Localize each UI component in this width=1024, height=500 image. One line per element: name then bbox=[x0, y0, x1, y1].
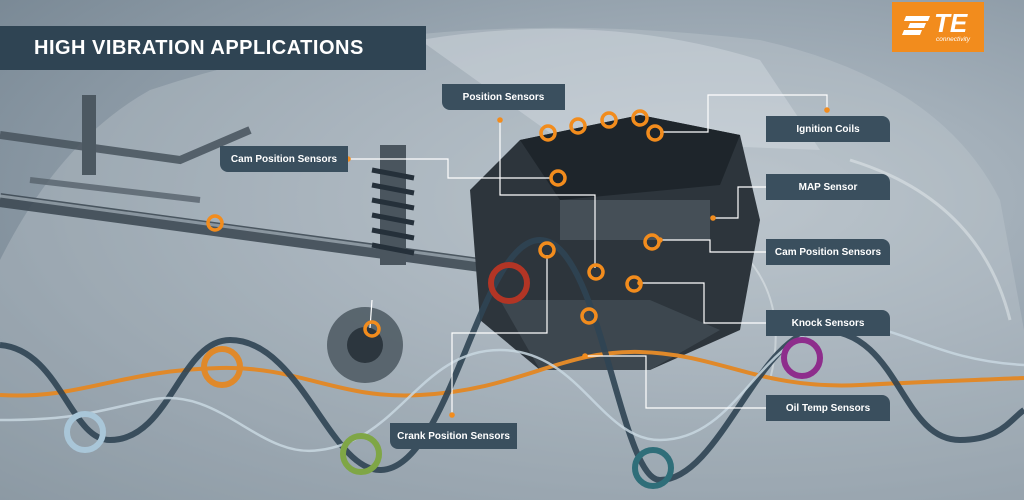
connector-lines bbox=[348, 94, 828, 415]
page-title: HIGH VIBRATION APPLICATIONS bbox=[34, 36, 364, 59]
sensor-ring-ign-2 bbox=[569, 117, 587, 135]
sensor-ring-ign-4 bbox=[631, 109, 649, 127]
dot-position bbox=[497, 117, 503, 123]
label-cam-position-left: Cam Position Sensors bbox=[220, 146, 348, 172]
connector-position bbox=[499, 120, 596, 268]
title-bar: HIGH VIBRATION APPLICATIONS bbox=[0, 26, 426, 70]
orange-wave bbox=[0, 349, 1024, 398]
sensor-ring-ign-3 bbox=[600, 111, 618, 129]
sensor-ring-shaft bbox=[206, 214, 224, 232]
rear-strut bbox=[82, 95, 96, 175]
deco-ring-red bbox=[488, 262, 530, 304]
connector-knock bbox=[640, 282, 766, 324]
connector-crank bbox=[451, 255, 548, 415]
label-text: Crank Position Sensors bbox=[397, 430, 510, 442]
deco-ring-purple bbox=[781, 337, 823, 379]
sensor-ring-knock bbox=[625, 275, 643, 293]
connector-cam-left bbox=[348, 158, 550, 179]
label-oil-temp-sensors: Oil Temp Sensors bbox=[766, 395, 890, 421]
windshield-shape bbox=[420, 28, 820, 150]
sensor-ring-position bbox=[587, 263, 605, 281]
logo-subtext: connectivity bbox=[936, 36, 970, 43]
dot-map bbox=[710, 215, 716, 221]
label-ignition-coils: Ignition Coils bbox=[766, 116, 890, 142]
deco-ring-light-blue bbox=[64, 411, 106, 453]
sensor-ring-ign-1 bbox=[539, 124, 557, 142]
engine-cover bbox=[520, 115, 740, 200]
intake-manifold bbox=[560, 200, 710, 240]
label-position-sensors: Position Sensors bbox=[442, 84, 565, 110]
connector-map bbox=[713, 186, 766, 219]
sensor-ring-ign-5 bbox=[646, 124, 664, 142]
label-crank-position-sensors: Crank Position Sensors bbox=[390, 423, 517, 449]
rear-axle-arm bbox=[0, 126, 252, 165]
label-cam-position-right: Cam Position Sensors bbox=[766, 239, 890, 265]
te-logo-mark-icon bbox=[902, 16, 930, 35]
te-logo: TE connectivity bbox=[892, 2, 984, 52]
dot-ignition bbox=[824, 107, 830, 113]
label-text: Cam Position Sensors bbox=[774, 246, 882, 258]
dot-crank bbox=[449, 412, 455, 418]
front-bumper-shape bbox=[849, 158, 1012, 321]
label-map-sensor: MAP Sensor bbox=[766, 174, 890, 200]
deco-ring-green bbox=[340, 433, 382, 475]
label-text: Ignition Coils bbox=[796, 123, 860, 135]
sensor-ring-crank bbox=[538, 241, 556, 259]
label-knock-sensors: Knock Sensors bbox=[766, 310, 890, 336]
sensor-ring-cam-right bbox=[643, 233, 661, 251]
label-text: Knock Sensors bbox=[791, 317, 865, 329]
connector-oil bbox=[585, 355, 766, 409]
label-text: Cam Position Sensors bbox=[230, 153, 338, 165]
connector-ignition bbox=[660, 94, 828, 133]
label-text: MAP Sensor bbox=[798, 181, 858, 193]
logo-text: TE bbox=[934, 8, 968, 38]
sensor-rings bbox=[206, 109, 664, 338]
dot-oil bbox=[582, 353, 588, 359]
deco-ring-orange bbox=[201, 346, 243, 388]
sensor-ring-hub bbox=[363, 320, 381, 338]
sensor-ring-oil bbox=[580, 307, 598, 325]
front-strut-spring bbox=[371, 167, 415, 256]
connector-cam-right bbox=[660, 239, 766, 253]
label-text: Oil Temp Sensors bbox=[785, 402, 871, 414]
sensor-ring-cam-left bbox=[549, 169, 567, 187]
deco-ring-teal bbox=[632, 447, 674, 489]
label-text: Position Sensors bbox=[462, 91, 545, 103]
rear-axle-arm-2 bbox=[29, 177, 201, 203]
